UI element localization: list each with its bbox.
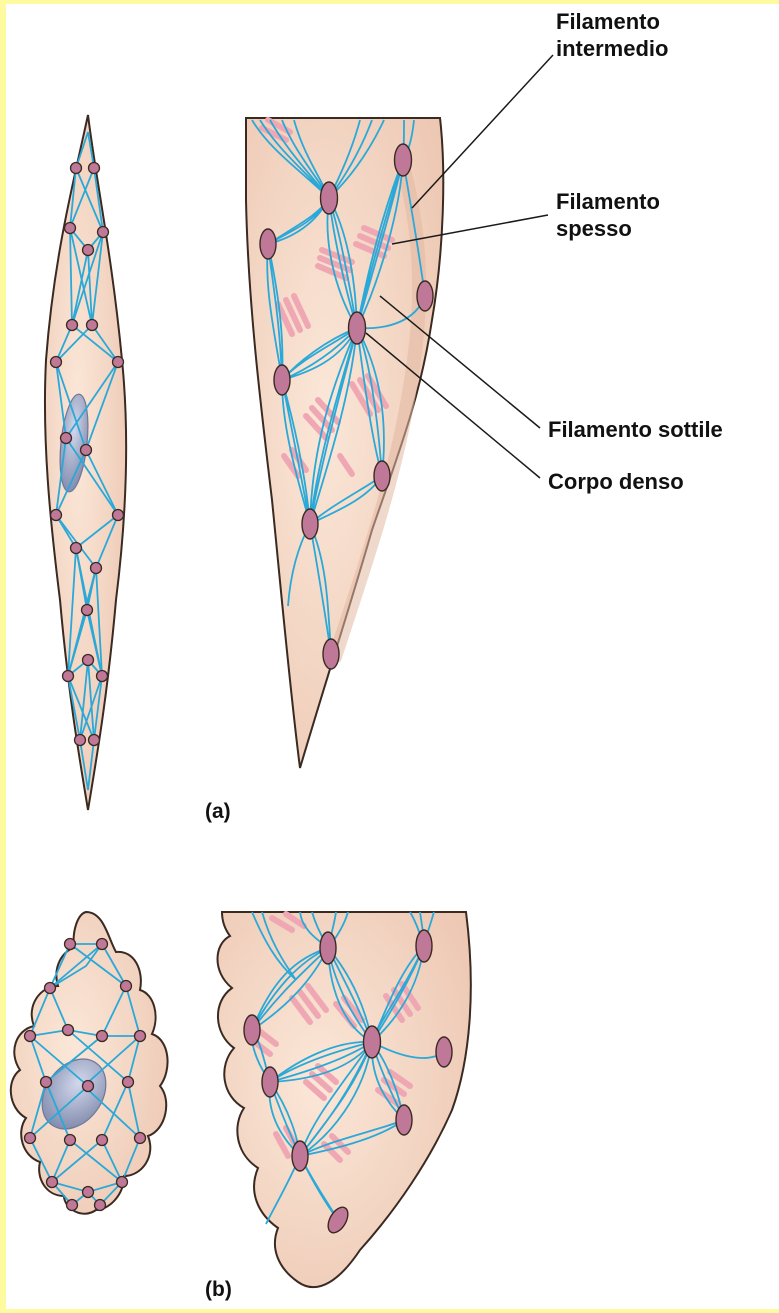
contracted-cell-detail	[218, 912, 471, 1287]
label-intermediate-line-2: intermedio	[556, 35, 668, 62]
label-thick-line-1: Filamento	[556, 188, 660, 215]
contracted-cell-whole	[11, 912, 168, 1214]
label-intermediate-line-1: Filamento	[556, 8, 668, 35]
relaxed-cell-whole	[45, 115, 126, 810]
caption-b: (b)	[205, 1278, 232, 1302]
relaxed-cell-detail	[246, 118, 443, 768]
relaxed-cell-membrane	[45, 115, 126, 810]
label-thick-filament: Filamento spesso	[556, 188, 660, 242]
label-thick-line-2: spesso	[556, 215, 660, 242]
label-dense-body: Corpo denso	[548, 468, 684, 495]
label-thin-filament: Filamento sottile	[548, 416, 723, 443]
label-intermediate-filament: Filamento intermedio	[556, 8, 668, 62]
caption-a: (a)	[205, 800, 231, 824]
